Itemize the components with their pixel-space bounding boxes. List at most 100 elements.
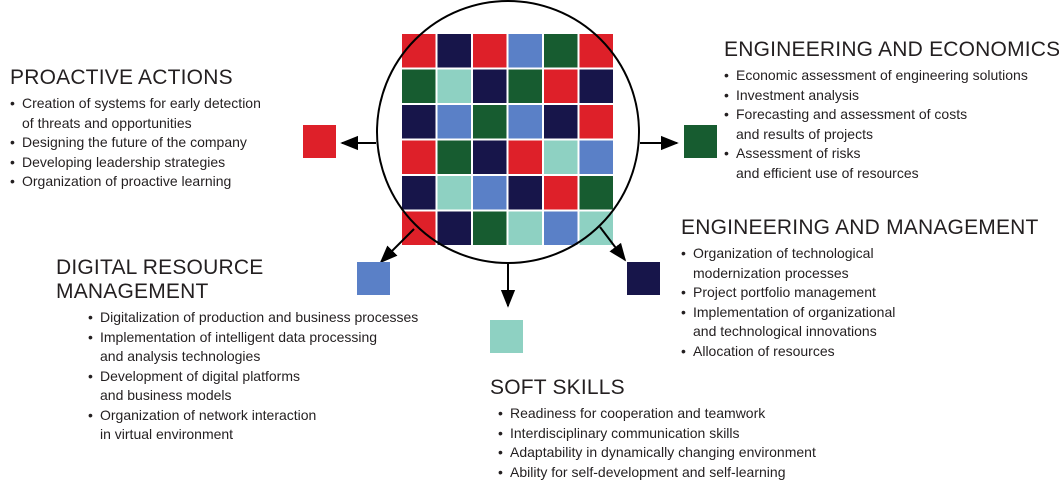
- section-markers: [303, 125, 717, 353]
- grid-cell-red: [402, 34, 436, 68]
- list-item: Allocation of resources: [681, 342, 1039, 362]
- list-item-text: Project portfolio management: [693, 284, 876, 300]
- arrow-to-digital: [379, 228, 415, 264]
- list-item: Assessment of risks and efficient use of …: [724, 144, 1059, 183]
- grid-cell-red: [402, 140, 436, 174]
- list-item-text: Implementation of intelligent data proce…: [100, 328, 378, 345]
- marker-square-digital: [357, 262, 390, 295]
- list-item-text: Allocation of resources: [693, 342, 835, 359]
- grid-cell-blue: [579, 140, 613, 174]
- arrow-to-engineering-management: [599, 226, 627, 262]
- grid-cell-mint: [508, 211, 542, 245]
- section-soft-skills: SOFT SKILLS Readiness for cooperation an…: [490, 376, 816, 482]
- list-item-text: Ability for self-development and self-le…: [510, 463, 786, 480]
- grid-cell-green: [473, 211, 507, 245]
- grid-cell-navy: [544, 105, 578, 139]
- grid-cell-red: [579, 105, 613, 139]
- list-item-text: Readiness for cooperation and teamwork: [510, 405, 766, 421]
- section-title-line: MANAGEMENT: [56, 280, 209, 303]
- list-item-text: Developing leadership strategies: [22, 153, 226, 170]
- list-item-text: in virtual environment: [100, 426, 234, 442]
- grid-cell-blue: [508, 34, 542, 68]
- list-item: Designing the future of the company: [10, 133, 261, 153]
- list-item: Interdisciplinary communication skills: [498, 424, 816, 444]
- list-item-text: Implementation of organizational: [693, 303, 896, 320]
- grid-cell-green: [402, 69, 436, 103]
- item-list: Digitalization of production and busines…: [88, 308, 418, 445]
- list-item: Organization of proactive learning: [10, 172, 261, 192]
- list-item-text: Organization of technological: [693, 245, 874, 261]
- grid-cell-red: [473, 34, 507, 68]
- grid-cell-blue: [544, 211, 578, 245]
- list-item: Creation of systems for early detection o…: [10, 94, 261, 133]
- list-item: Organization of network interaction in vi…: [88, 406, 418, 445]
- list-item-text: and technological innovations: [693, 323, 877, 339]
- list-item: Investment analysis: [724, 86, 1059, 106]
- list-item-text: Adaptability in dynamically changing env…: [510, 444, 816, 460]
- list-item: Adaptability in dynamically changing env…: [498, 443, 816, 463]
- section-title: SOFT SKILLS: [490, 376, 816, 400]
- list-item-text: Organization of proactive learning: [22, 173, 232, 189]
- section-title-line: PROACTIVE ACTIONS: [10, 66, 233, 89]
- section-title-line: ENGINEERING AND MANAGEMENT: [681, 216, 1039, 239]
- grid-cell-red: [544, 69, 578, 103]
- marker-square-engineering-management: [627, 262, 660, 295]
- section-title: PROACTIVE ACTIONS: [10, 66, 261, 90]
- list-item: Implementation of organizational and tech…: [681, 303, 1039, 342]
- grid-cell-navy: [579, 69, 613, 103]
- list-item-text: Assessment of risks: [736, 145, 861, 161]
- marker-square-soft-skills: [490, 320, 523, 353]
- grid-cell-mint: [437, 176, 471, 210]
- grid-cell-green: [579, 176, 613, 210]
- list-item-text: and efficient use of resources: [736, 164, 919, 181]
- grid-cell-green: [437, 140, 471, 174]
- section-proactive-actions: PROACTIVE ACTIONS Creation of systems fo…: [10, 66, 261, 192]
- list-item: Ability for self-development and self-le…: [498, 463, 816, 482]
- grid-cell-green: [544, 34, 578, 68]
- item-list: Creation of systems for early detection o…: [10, 94, 261, 192]
- central-circle: [376, 0, 640, 264]
- section-title: ENGINEERING AND MANAGEMENT: [681, 216, 1039, 240]
- grid-cell-navy: [508, 176, 542, 210]
- list-item: Digitalization of production and busines…: [88, 308, 418, 328]
- list-item: Economic assessment of engineering solut…: [724, 66, 1059, 86]
- item-list: Organization of technological modernizati…: [681, 244, 1039, 361]
- grid-cell-mint: [544, 140, 578, 174]
- grid-cell-navy: [473, 140, 507, 174]
- list-item-text: Creation of systems for early detection: [22, 95, 261, 111]
- marker-square-engineering-economics: [684, 125, 717, 158]
- list-item-text: Interdisciplinary communication skills: [510, 424, 740, 441]
- list-item-text: of threats and opportunities: [22, 114, 192, 131]
- grid-cell-blue: [508, 105, 542, 139]
- list-item-text: Forecasting and assessment of costs: [736, 106, 968, 122]
- section-engineering-management: ENGINEERING AND MANAGEMENT Organization …: [681, 216, 1039, 361]
- marker-square-proactive: [303, 125, 336, 158]
- grid-cell-mint: [437, 69, 471, 103]
- grid-cell-navy: [402, 105, 436, 139]
- list-item-text: Designing the future of the company: [22, 134, 247, 150]
- list-item-text: and results of projects: [736, 125, 873, 142]
- grid-cell-green: [473, 105, 507, 139]
- grid-cell-red: [508, 140, 542, 174]
- list-item: Project portfolio management: [681, 283, 1039, 303]
- section-title-line: SOFT SKILLS: [490, 376, 625, 399]
- list-item-text: Organization of network interaction: [100, 406, 317, 423]
- grid-cell-navy: [402, 176, 436, 210]
- list-item-text: modernization processes: [693, 264, 849, 281]
- list-item-text: Investment analysis: [736, 86, 859, 103]
- grid-cell-navy: [437, 34, 471, 68]
- grid-cell-green: [508, 69, 542, 103]
- section-engineering-economics: ENGINEERING AND ECONOMICS Economic asses…: [724, 38, 1059, 183]
- grid-cell-navy: [473, 69, 507, 103]
- list-item: Implementation of intelligent data proce…: [88, 328, 418, 367]
- grid-cell-red: [544, 176, 578, 210]
- section-title-line: DIGITAL RESOURCE: [56, 256, 264, 279]
- item-list: Readiness for cooperation and teamworkIn…: [498, 404, 816, 482]
- color-grid: [402, 34, 613, 245]
- grid-cell-red: [579, 34, 613, 68]
- list-item-text: and business models: [100, 387, 232, 403]
